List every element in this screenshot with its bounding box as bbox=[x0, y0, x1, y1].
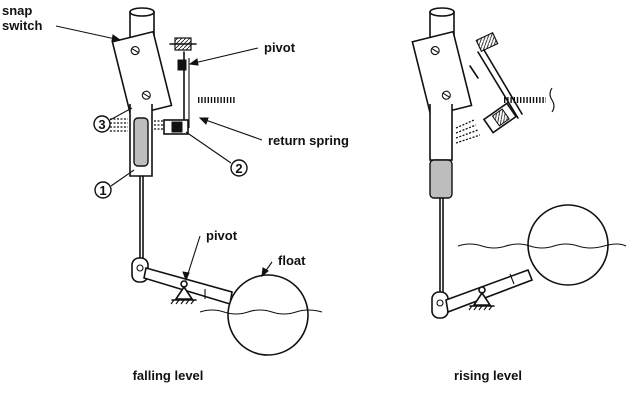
water-surface-left bbox=[199, 309, 323, 315]
water-surface-right bbox=[457, 243, 627, 249]
adjust-screw-right bbox=[475, 31, 499, 53]
callout-1-text: 1 bbox=[99, 183, 106, 198]
fulcrum-right bbox=[472, 291, 492, 306]
magnetic-field-right bbox=[455, 119, 481, 144]
housing-tube-right bbox=[429, 104, 453, 161]
magnetic-field-left bbox=[110, 118, 164, 132]
magnet-sleeve-right bbox=[429, 159, 453, 199]
switch-lever-right bbox=[477, 49, 523, 119]
magnet-2-right bbox=[482, 102, 518, 134]
snap-switch-left bbox=[111, 30, 173, 117]
caption-falling-level: falling level bbox=[133, 368, 204, 383]
falling-level-assembly: 3 1 2 snap switch pivot return spring pi… bbox=[2, 3, 349, 383]
float-arm-left bbox=[131, 257, 233, 306]
pivot-label-bottom: pivot bbox=[206, 228, 238, 243]
callout-2: 2 bbox=[185, 131, 248, 177]
callout-2-text: 2 bbox=[235, 161, 242, 176]
float-ball-right bbox=[527, 204, 609, 286]
top-rod-cap-left bbox=[129, 7, 155, 17]
snap-switch-label-line2: switch bbox=[2, 18, 43, 33]
pivot-label-top: pivot bbox=[264, 40, 296, 55]
float-ball-left bbox=[227, 274, 309, 356]
float-label: float bbox=[278, 253, 306, 268]
snap-switch-right bbox=[411, 30, 473, 117]
rising-level-assembly: rising level bbox=[411, 7, 627, 383]
callout-3-text: 3 bbox=[98, 117, 105, 132]
snap-switch-label-line1: snap bbox=[2, 3, 32, 18]
callout-3: 3 bbox=[93, 107, 133, 133]
caption-rising-level: rising level bbox=[454, 368, 522, 383]
return-spring-label: return spring bbox=[268, 133, 349, 148]
fulcrum-left bbox=[174, 285, 194, 300]
magnet-sleeve-1 bbox=[133, 117, 149, 167]
pivot-block-left bbox=[177, 59, 187, 71]
callout-1: 1 bbox=[94, 169, 135, 199]
float-arm-right bbox=[431, 268, 534, 319]
